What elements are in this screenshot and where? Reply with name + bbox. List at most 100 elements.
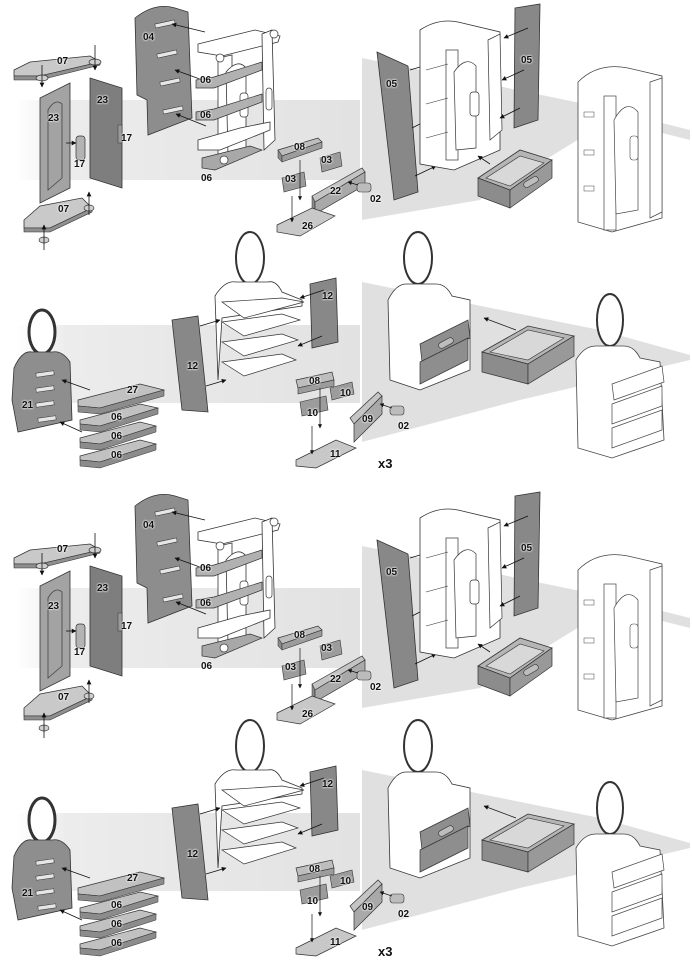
label-dresser-drawer-side-a: 10 bbox=[340, 876, 352, 887]
part-top-plate bbox=[13, 533, 102, 576]
label-dresser-drawer-side-a: 10 bbox=[340, 388, 352, 399]
label-drawer-side-a: 03 bbox=[321, 643, 333, 654]
label-bottom-plate: 07 bbox=[58, 204, 70, 215]
label-back-panel-21: 21 bbox=[22, 888, 34, 899]
part-side-panel-12-left bbox=[171, 803, 227, 901]
label-drawer-knob: 02 bbox=[370, 682, 382, 693]
part-left-door bbox=[39, 82, 71, 204]
label-shelf-3: 06 bbox=[201, 173, 213, 184]
dresser-with-drawer bbox=[387, 231, 471, 391]
part-handle-left bbox=[66, 135, 86, 161]
label-drawer-side-a: 03 bbox=[321, 155, 333, 166]
label-handle-right: 17 bbox=[121, 621, 133, 632]
dresser-shelf-stack bbox=[77, 871, 166, 957]
wardrobe-frame-partial bbox=[195, 29, 281, 171]
label-handle-left: 17 bbox=[74, 647, 86, 658]
label-side-panel-12-right: 12 bbox=[322, 291, 334, 302]
label-dresser-drawer-front: 08 bbox=[309, 864, 321, 875]
part-side-panel-04 bbox=[134, 5, 209, 136]
label-dresser-drawer-knob: 02 bbox=[398, 909, 410, 920]
label-drawer-front: 08 bbox=[294, 630, 306, 641]
drawer-exploded-wardrobe bbox=[276, 137, 372, 237]
label-side-panel-05-right: 05 bbox=[521, 55, 533, 66]
part-side-panel-04 bbox=[134, 493, 209, 624]
part-back-panel-21 bbox=[11, 796, 91, 921]
part-side-panel-12-right bbox=[297, 765, 339, 837]
quantity-multiplier: x3 bbox=[378, 944, 393, 959]
wardrobe-body bbox=[419, 508, 503, 659]
label-right-door: 23 bbox=[97, 583, 109, 594]
part-side-panel-05-left bbox=[376, 539, 437, 689]
label-left-door: 23 bbox=[48, 113, 60, 124]
label-shelf-2: 06 bbox=[200, 598, 212, 609]
part-side-panel-12-left bbox=[171, 315, 227, 413]
label-dresser-drawer-side-b: 10 bbox=[307, 408, 319, 419]
label-shelf-06-c: 06 bbox=[111, 450, 123, 461]
part-side-panel-12-right bbox=[297, 277, 339, 349]
label-shelf-06-b: 06 bbox=[111, 919, 123, 930]
label-left-door: 23 bbox=[48, 601, 60, 612]
label-bottom-plate: 07 bbox=[58, 692, 70, 703]
label-dresser-drawer-base: 11 bbox=[330, 449, 341, 460]
label-shelf-06-a: 06 bbox=[111, 900, 123, 911]
wardrobe-body bbox=[419, 20, 503, 171]
wardrobe-finished bbox=[577, 554, 663, 721]
label-drawer-knob: 02 bbox=[370, 194, 382, 205]
drawer-exploded-wardrobe bbox=[276, 625, 372, 725]
drawer-exploded-dresser bbox=[295, 859, 405, 957]
part-back-panel-21 bbox=[11, 308, 91, 433]
label-shelf-27: 27 bbox=[127, 873, 139, 884]
dresser-with-drawer bbox=[387, 719, 471, 879]
label-side-panel-12-left: 12 bbox=[187, 849, 199, 860]
label-drawer-front: 08 bbox=[294, 142, 306, 153]
part-left-door bbox=[39, 570, 71, 692]
dresser-frame-partial bbox=[214, 719, 305, 869]
label-side-panel-04: 04 bbox=[143, 32, 155, 43]
part-right-door bbox=[89, 565, 123, 677]
label-shelf-27: 27 bbox=[127, 385, 139, 396]
part-side-panel-05-right bbox=[499, 491, 541, 617]
label-dresser-drawer-front: 08 bbox=[309, 376, 321, 387]
label-right-door: 23 bbox=[97, 95, 109, 106]
part-bottom-plate bbox=[23, 679, 95, 738]
label-dresser-drawer-back: 09 bbox=[362, 902, 374, 913]
label-shelf-06-c: 06 bbox=[111, 938, 123, 949]
part-bottom-plate bbox=[23, 191, 95, 250]
drawer-assembled bbox=[477, 149, 553, 209]
part-handle-left bbox=[66, 623, 86, 649]
label-side-panel-05-right: 05 bbox=[521, 543, 533, 554]
label-shelf-3: 06 bbox=[201, 661, 213, 672]
wardrobe-frame-partial bbox=[195, 517, 281, 659]
label-drawer-back: 22 bbox=[330, 674, 342, 685]
drawer-dresser-assembled bbox=[480, 805, 576, 873]
drawer-exploded-dresser bbox=[295, 371, 405, 469]
label-shelf-1: 06 bbox=[200, 75, 212, 86]
label-drawer-base: 26 bbox=[302, 709, 314, 720]
label-shelf-2: 06 bbox=[200, 110, 212, 121]
part-right-door bbox=[89, 77, 123, 189]
dresser-frame-partial bbox=[214, 231, 305, 381]
label-side-panel-05-left: 05 bbox=[386, 79, 398, 90]
label-dresser-drawer-back: 09 bbox=[362, 414, 374, 425]
label-side-panel-05-left: 05 bbox=[386, 567, 398, 578]
label-dresser-drawer-side-b: 10 bbox=[307, 896, 319, 907]
label-top-plate: 07 bbox=[57, 56, 69, 67]
drawer-dresser-assembled bbox=[480, 317, 576, 385]
label-dresser-drawer-base: 11 bbox=[330, 937, 341, 948]
label-drawer-side-b: 03 bbox=[285, 174, 297, 185]
quantity-multiplier: x3 bbox=[378, 456, 393, 471]
label-drawer-base: 26 bbox=[302, 221, 314, 232]
label-shelf-1: 06 bbox=[200, 563, 212, 574]
label-side-panel-12-right: 12 bbox=[322, 779, 334, 790]
part-top-plate bbox=[13, 45, 102, 88]
label-side-panel-04: 04 bbox=[143, 520, 155, 531]
wardrobe-finished bbox=[577, 66, 663, 233]
label-back-panel-21: 21 bbox=[22, 400, 34, 411]
label-top-plate: 07 bbox=[57, 544, 69, 555]
dresser-finished bbox=[575, 781, 665, 947]
dresser-finished bbox=[575, 293, 665, 459]
label-shelf-06-a: 06 bbox=[111, 412, 123, 423]
drawer-assembled bbox=[477, 637, 553, 697]
